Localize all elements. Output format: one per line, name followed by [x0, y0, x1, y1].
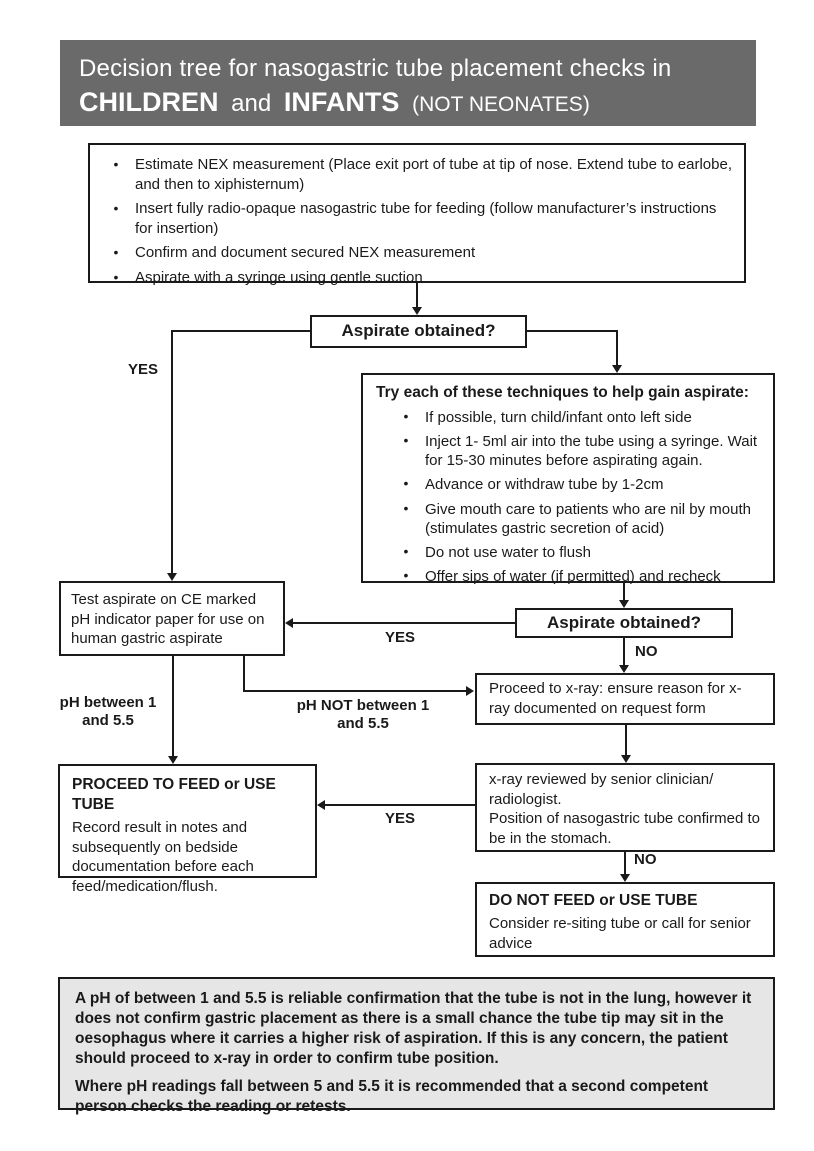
title-banner: Decision tree for nasogastric tube place…: [60, 40, 756, 126]
bullet-icon: [400, 500, 412, 538]
arrowhead-left-icon: [317, 800, 325, 810]
connector-decision2-no: [623, 638, 625, 665]
title-not-neonates: (NOT NEONATES): [412, 93, 590, 116]
do-not-feed-box: DO NOT FEED or USE TUBE Consider re-siti…: [475, 882, 775, 957]
connector-decision1-no-v: [616, 330, 618, 365]
arrowhead-down-icon: [619, 600, 629, 608]
connector-techniques-decision2: [623, 583, 625, 600]
setup-instructions-box: Estimate NEX measurement (Place exit por…: [88, 143, 746, 286]
title-line2: CHILDREN and INFANTS (NOT NEONATES): [79, 86, 756, 119]
do-not-feed-body: Consider re-siting tube or call for seni…: [489, 915, 751, 952]
setup-bullet: Insert fully radio-opaque nasogastric tu…: [110, 199, 732, 238]
label-ph-between: pH between 1 and 5.5: [59, 694, 157, 729]
setup-bullet: Confirm and document secured NEX measure…: [110, 243, 732, 263]
setup-bullet: Estimate NEX measurement (Place exit por…: [110, 155, 732, 194]
ph-note-paragraph-2: Where pH readings fall between 5 and 5.5…: [75, 1077, 709, 1115]
xray-review-line2: Position of nasogastric tube confirmed t…: [489, 810, 760, 847]
ph-note-paragraph-1: A pH of between 1 and 5.5 is reliable co…: [75, 990, 752, 1068]
title-line1: Decision tree for nasogastric tube place…: [79, 55, 672, 82]
connector-setup-decision1: [416, 283, 418, 308]
decision2-label: Aspirate obtained?: [547, 612, 701, 632]
proceed-to-feed-heading: PROCEED TO FEED or USE TUBE: [72, 776, 276, 814]
xray-request-box: Proceed to x-ray: ensure reason for x-ra…: [475, 673, 775, 725]
xray-request-text: Proceed to x-ray: ensure reason for x-ra…: [489, 680, 742, 717]
bullet-icon: [110, 268, 122, 288]
proceed-to-feed-body: Record result in notes and subsequently …: [72, 819, 254, 895]
connector-decision1-yes-h: [172, 330, 310, 332]
technique-bullet-text: Offer sips of water (if permitted) and r…: [425, 568, 721, 586]
connector-ph-in-range: [172, 656, 174, 756]
bullet-icon: [400, 567, 412, 586]
setup-bullet: Aspirate with a syringe using gentle suc…: [110, 268, 732, 288]
title-children: CHILDREN: [79, 87, 219, 117]
arrowhead-down-icon: [167, 573, 177, 581]
label-no-1: NO: [635, 643, 658, 660]
technique-bullet: Advance or withdraw tube by 1-2cm: [376, 475, 763, 494]
label-yes-3: YES: [384, 810, 415, 827]
title-infants: INFANTS: [283, 87, 400, 117]
setup-bullet-text: Insert fully radio-opaque nasogastric tu…: [135, 200, 717, 237]
arrowhead-down-icon: [619, 665, 629, 673]
technique-bullet-text: Give mouth care to patients who are nil …: [425, 500, 752, 537]
arrowhead-down-icon: [612, 365, 622, 373]
label-ph-not-between: pH NOT between 1 and 5.5: [296, 697, 430, 732]
technique-bullet: Offer sips of water (if permitted) and r…: [376, 567, 763, 586]
techniques-box: Try each of these techniques to help gai…: [361, 373, 775, 586]
technique-bullet: Give mouth care to patients who are nil …: [376, 500, 763, 538]
ph-note-box: A pH of between 1 and 5.5 is reliable co…: [58, 977, 775, 1115]
connector-ph-out-v: [243, 656, 245, 692]
technique-bullet-text: Advance or withdraw tube by 1-2cm: [425, 476, 664, 494]
arrowhead-down-icon: [621, 755, 631, 763]
connector-decision1-no-h: [527, 330, 617, 332]
technique-bullet-text: Do not use water to flush: [425, 543, 591, 561]
bullet-icon: [400, 543, 412, 562]
technique-bullet: Inject 1- 5ml air into the tube using a …: [376, 432, 763, 470]
technique-bullet: Do not use water to flush: [376, 543, 763, 562]
bullet-icon: [110, 199, 122, 238]
label-yes-1: YES: [128, 361, 159, 378]
connector-xray-review: [625, 725, 627, 755]
technique-bullet-text: Inject 1- 5ml air into the tube using a …: [425, 433, 758, 470]
title-and: and: [231, 90, 272, 117]
connector-ph-out-h: [243, 690, 466, 692]
label-yes-2: YES: [384, 629, 415, 646]
bullet-icon: [110, 155, 122, 194]
xray-review-box: x-ray reviewed by senior clinician/ radi…: [475, 763, 775, 852]
bullet-icon: [110, 243, 122, 263]
xray-review-line1: x-ray reviewed by senior clinician/ radi…: [489, 771, 714, 808]
technique-bullet: If possible, turn child/infant onto left…: [376, 408, 763, 427]
decision-aspirate-obtained-1: Aspirate obtained?: [310, 315, 527, 348]
proceed-to-feed-box: PROCEED TO FEED or USE TUBE Record resul…: [58, 764, 317, 895]
technique-bullet-text: If possible, turn child/infant onto left…: [425, 408, 692, 426]
connector-review-yes: [325, 804, 475, 806]
decision1-label: Aspirate obtained?: [341, 321, 496, 341]
arrowhead-down-icon: [412, 307, 422, 315]
setup-bullet-text: Confirm and document secured NEX measure…: [135, 244, 476, 261]
bullet-icon: [400, 475, 412, 494]
arrowhead-right-icon: [466, 686, 474, 696]
decision-aspirate-obtained-2: Aspirate obtained?: [515, 608, 733, 638]
connector-review-no: [624, 852, 626, 874]
label-no-2: NO: [634, 851, 657, 868]
arrowhead-down-icon: [620, 874, 630, 882]
connector-decision2-yes: [293, 622, 515, 624]
techniques-title: Try each of these techniques to help gai…: [376, 384, 749, 401]
setup-bullet-text: Estimate NEX measurement (Place exit por…: [135, 156, 732, 193]
test-aspirate-box: Test aspirate on CE marked pH indicator …: [59, 581, 285, 656]
setup-bullet-text: Aspirate with a syringe using gentle suc…: [135, 268, 423, 286]
test-aspirate-text: Test aspirate on CE marked pH indicator …: [71, 591, 265, 647]
bullet-icon: [400, 408, 412, 427]
connector-decision1-yes-v: [171, 330, 173, 573]
arrowhead-left-icon: [285, 618, 293, 628]
arrowhead-down-icon: [168, 756, 178, 764]
do-not-feed-heading: DO NOT FEED or USE TUBE: [489, 892, 698, 909]
bullet-icon: [400, 432, 412, 470]
